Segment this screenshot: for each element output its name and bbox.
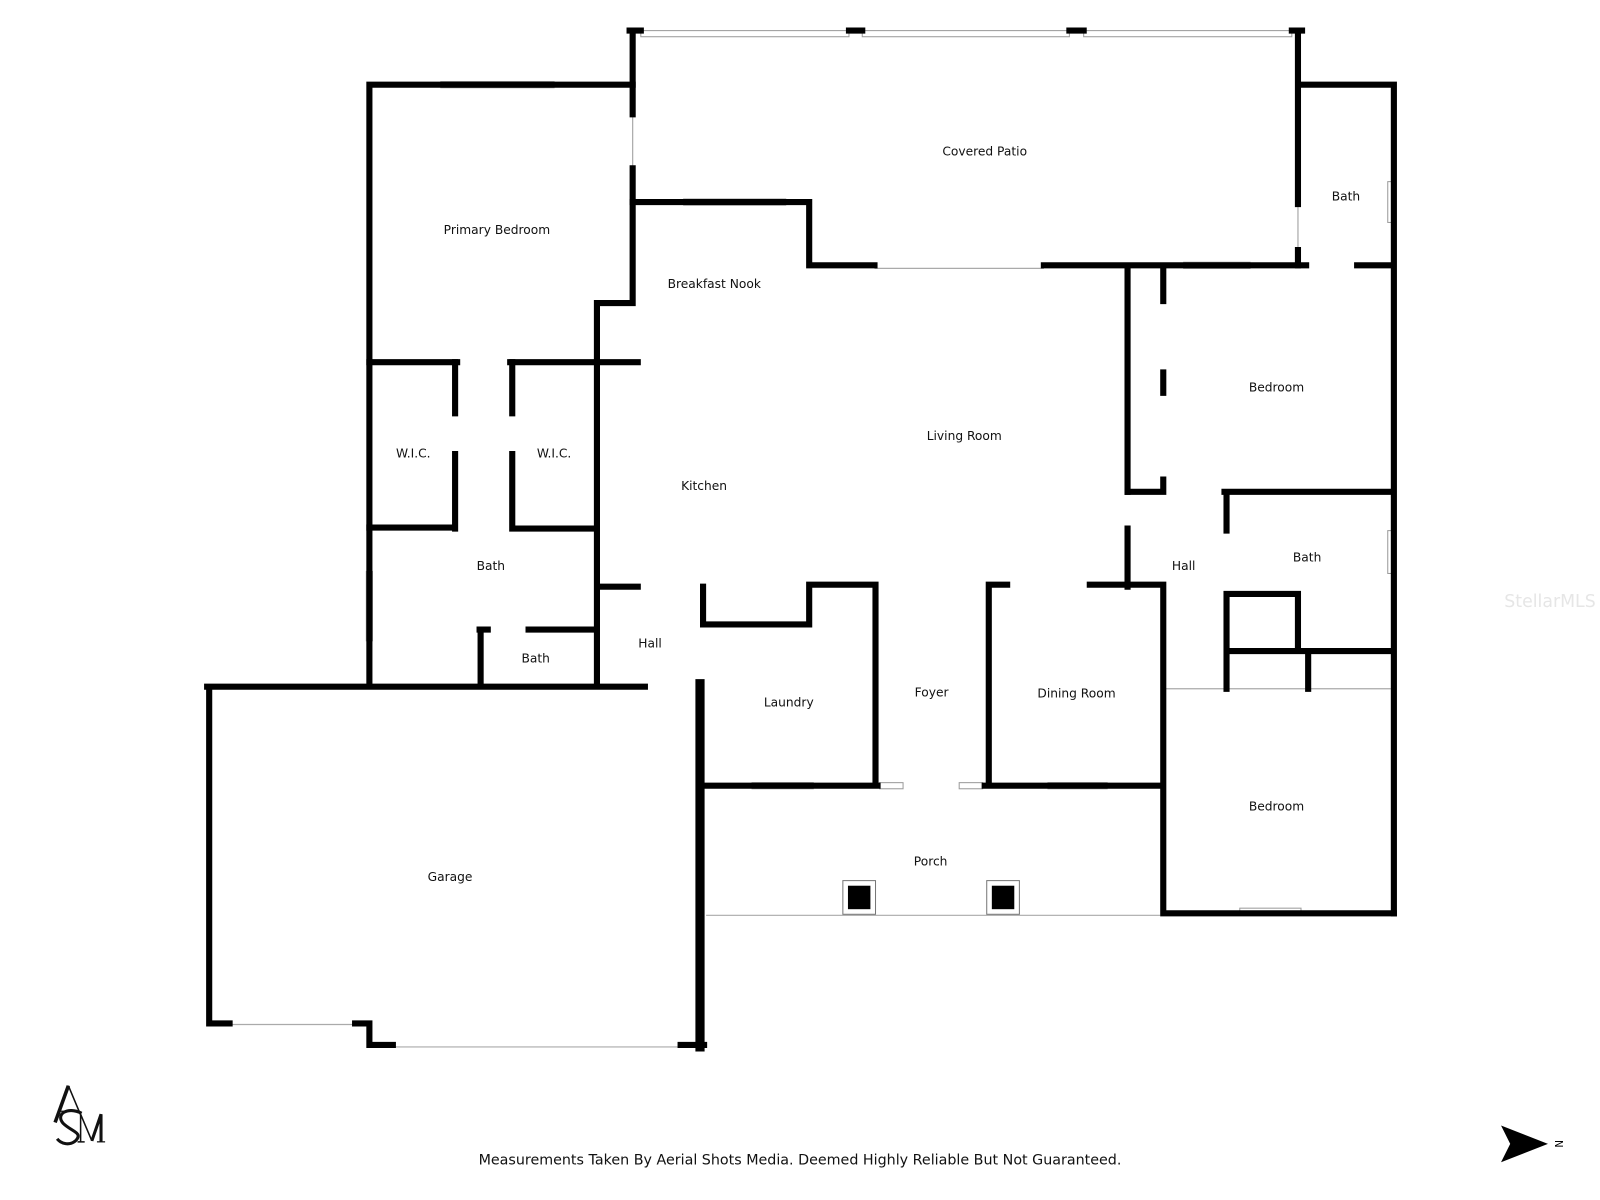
room-label-foyer: Foyer bbox=[915, 685, 950, 699]
room-label-laundry: Laundry bbox=[764, 696, 814, 710]
walls bbox=[204, 27, 1397, 1052]
porch-columns bbox=[842, 880, 1020, 915]
room-label-living-room: Living Room bbox=[927, 429, 1002, 443]
disclaimer-text: Measurements Taken By Aerial Shots Media… bbox=[479, 1152, 1122, 1168]
room-label-breakfast-nook: Breakfast Nook bbox=[668, 277, 762, 291]
windows bbox=[365, 30, 1395, 915]
room-label-primary-bedroom: Primary Bedroom bbox=[444, 223, 551, 237]
room-label-kitchen: Kitchen bbox=[681, 479, 727, 493]
room-label-dining-room: Dining Room bbox=[1037, 686, 1115, 700]
room-label-bath-ne: Bath bbox=[1332, 189, 1360, 203]
room-label-bath-primary: Bath bbox=[477, 559, 505, 573]
room-label-wic-1: W.I.C. bbox=[396, 447, 431, 461]
room-label-bedroom-1: Bedroom bbox=[1249, 380, 1304, 394]
room-label-hall-west: Hall bbox=[638, 636, 662, 650]
room-label-wic-2: W.I.C. bbox=[537, 447, 572, 461]
room-label-bedroom-2: Bedroom bbox=[1249, 800, 1304, 814]
north-arrow-icon bbox=[1501, 1125, 1548, 1163]
room-label-covered-patio: Covered Patio bbox=[942, 145, 1027, 159]
room-label-garage: Garage bbox=[428, 870, 473, 884]
asm-logo bbox=[53, 1085, 106, 1146]
room-label-porch: Porch bbox=[914, 855, 948, 869]
watermark: StellarMLS bbox=[1504, 592, 1595, 612]
north-label: N bbox=[1552, 1140, 1563, 1148]
room-label-hall-east: Hall bbox=[1172, 559, 1196, 573]
room-label-bath-small: Bath bbox=[521, 652, 549, 666]
thin-lines bbox=[229, 114, 1391, 1048]
room-label-bath-east: Bath bbox=[1293, 551, 1321, 565]
